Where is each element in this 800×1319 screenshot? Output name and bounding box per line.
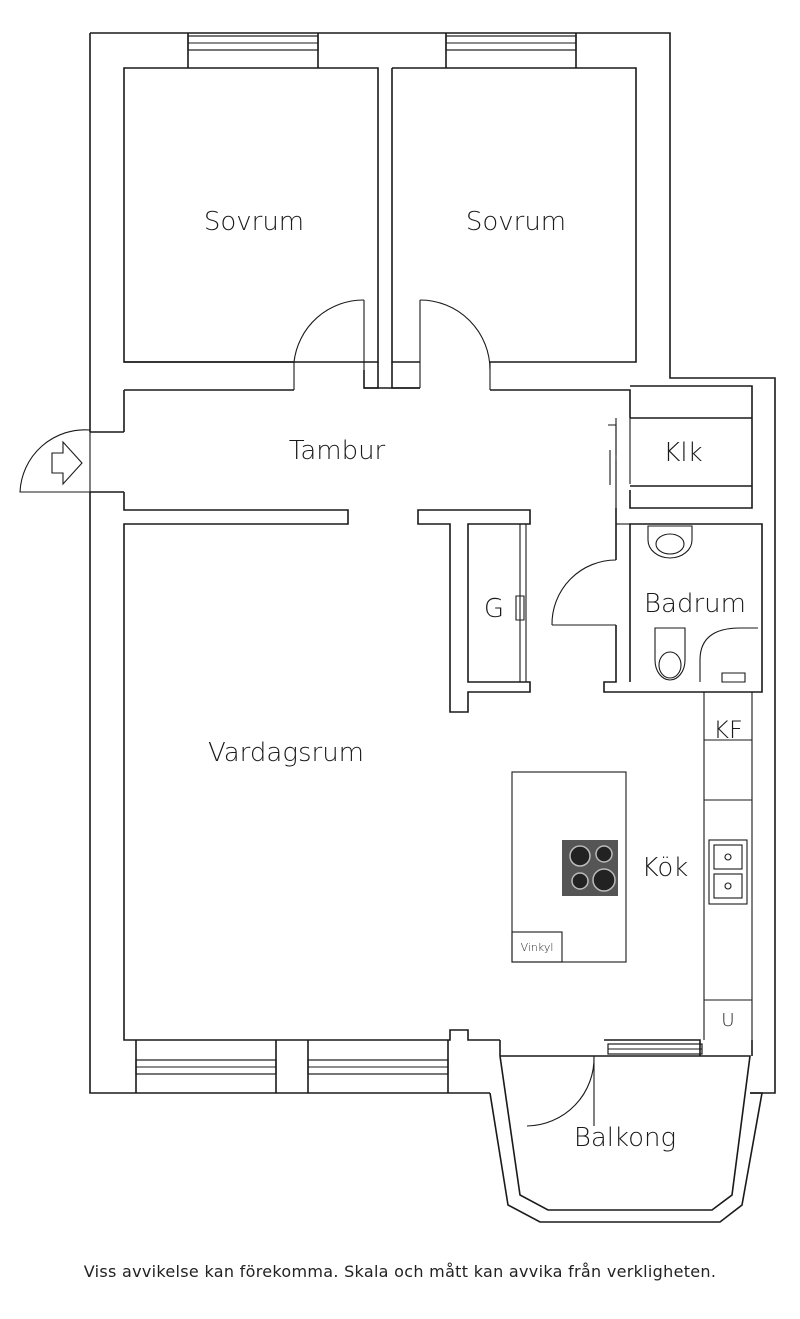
label-kok: Kök xyxy=(642,853,689,883)
closet-klk xyxy=(608,385,753,509)
window-balcony xyxy=(607,1043,703,1055)
label-klk: Klk xyxy=(663,438,702,468)
stove-icon xyxy=(562,840,618,896)
vinkyl-box xyxy=(511,931,563,963)
sink-icon xyxy=(647,525,693,559)
label-kf: KF xyxy=(713,716,743,744)
label-sovrum-right: Sovrum xyxy=(466,207,566,237)
label-tambur: Tambur xyxy=(289,436,386,466)
balcony xyxy=(489,1055,763,1223)
label-g: G xyxy=(484,594,504,624)
label-badrum: Badrum xyxy=(644,589,746,619)
label-sovrum-left: Sovrum xyxy=(204,207,304,237)
label-vardagsrum: Vardagsrum xyxy=(208,738,364,768)
kitchen-island xyxy=(511,771,627,963)
window-bottom-mid xyxy=(307,1040,449,1093)
kitchen-sink-icon xyxy=(708,839,748,905)
disclaimer-text: Viss avvikelse kan förekomma. Skala och … xyxy=(83,1262,717,1281)
bathroom xyxy=(551,508,763,693)
window-top-left xyxy=(187,33,319,68)
kitchen-counter xyxy=(703,692,753,1040)
wardrobe-g xyxy=(417,509,531,713)
door-bedroom-left[interactable] xyxy=(293,299,365,390)
window-bottom-left xyxy=(135,1040,277,1093)
label-u: U xyxy=(721,1010,734,1031)
toilet-icon xyxy=(654,627,686,681)
bathroom-door-icon xyxy=(551,559,617,626)
door-bedroom-right[interactable] xyxy=(419,299,491,390)
label-vinkyl: Vinkyl xyxy=(521,941,554,954)
window-top-right xyxy=(445,33,577,68)
shower-icon xyxy=(699,627,758,682)
label-balkong: Balkong xyxy=(574,1123,676,1153)
entrance-arrow-icon xyxy=(51,440,83,486)
outer-walls xyxy=(89,32,776,1094)
entrance-door[interactable] xyxy=(19,429,124,493)
